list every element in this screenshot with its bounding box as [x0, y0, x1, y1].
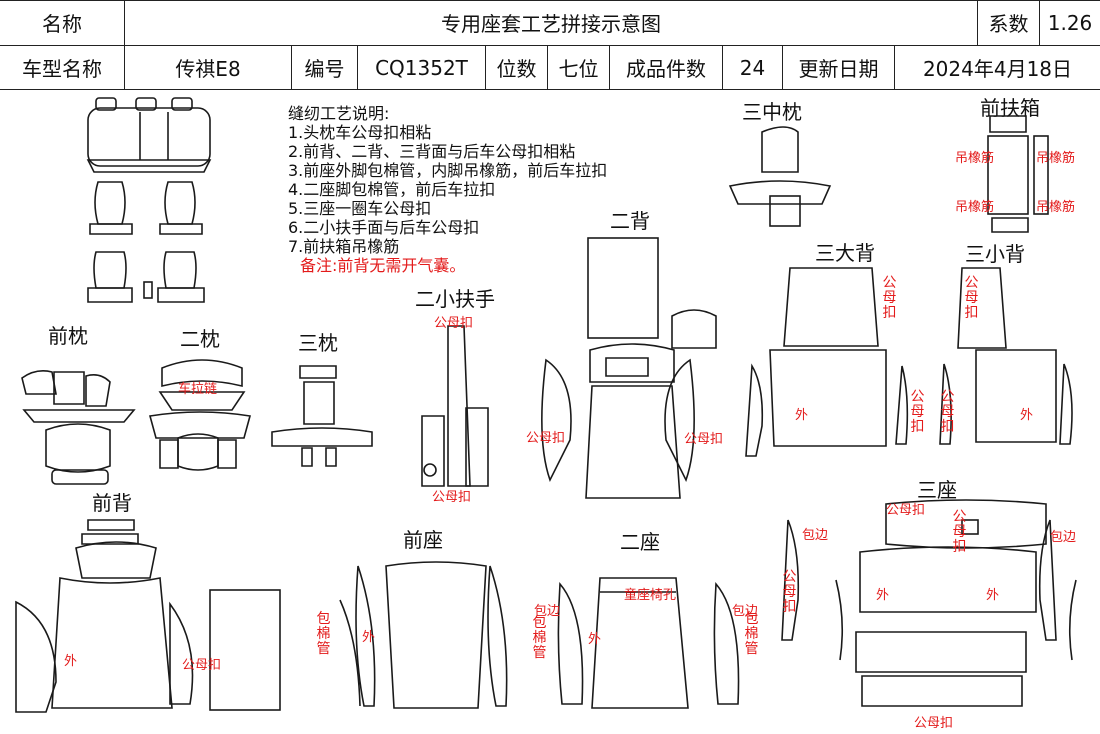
- coef-label: 系数: [978, 0, 1040, 45]
- label-second-back: 二背: [610, 209, 650, 233]
- third-headrest-parts: [271, 365, 373, 467]
- mark-hook-loop: 公母扣: [684, 432, 724, 447]
- notes-line: 7.前扶箱吊橡筋: [288, 237, 400, 256]
- mark-edge-wrap: 包边: [802, 528, 829, 543]
- second-small-armrest-parts: [421, 325, 489, 487]
- mark-edge-wrap: 包边: [732, 604, 759, 619]
- notes-line: 5.三座一圈车公母扣: [288, 199, 432, 218]
- mark-outer: 外: [64, 654, 78, 669]
- coef-value: 1.26: [1047, 10, 1093, 35]
- label-second-seat: 二座: [620, 530, 660, 554]
- divider: [0, 0, 1100, 1]
- pieces-value: 24: [723, 45, 783, 90]
- mark-outer: 外: [876, 588, 890, 603]
- seats-label: 位数: [486, 45, 548, 90]
- front-armbox-parts: [987, 115, 1049, 233]
- mark-piping-vertical: 包棉管: [532, 615, 547, 661]
- mark-elastic: 吊橡筋: [955, 151, 995, 166]
- mark-hook-loop-vertical: 公母扣: [882, 275, 897, 321]
- header-table: 名称 专用座套工艺拼接示意图 系数 1.26 车型名称 传祺E8 编号 CQ13…: [0, 0, 1100, 90]
- label-front-headrest: 前枕: [48, 324, 88, 348]
- mark-elastic: 吊橡筋: [955, 200, 995, 215]
- mark-hook-loop: 公母扣: [914, 716, 954, 731]
- label-third-small-back: 三小背: [965, 242, 1025, 266]
- mark-hook-loop: 公母扣: [434, 316, 474, 331]
- label-second-headrest: 二枕: [180, 327, 220, 351]
- label-front-seat: 前座: [403, 528, 443, 552]
- mark-piping-vertical: 包棉管: [744, 611, 759, 657]
- mark-outer: 外: [795, 408, 809, 423]
- label-third-headrest: 三枕: [298, 331, 338, 355]
- pattern-outlines: [15, 97, 1077, 713]
- mark-hook-loop-vertical: 公母扣: [940, 389, 955, 435]
- second-seat-parts: [557, 577, 740, 709]
- mark-edge-wrap: 包边: [1050, 530, 1077, 545]
- mark-elastic: 吊橡筋: [1036, 200, 1076, 215]
- notes-line: 1.头枕车公母扣相粘: [288, 123, 432, 142]
- mark-piping-vertical: 包棉管: [316, 611, 331, 657]
- code-label: 编号: [292, 45, 358, 90]
- code-value: CQ1352T: [358, 45, 486, 90]
- date-value: 2024年4月18日: [922, 57, 1073, 81]
- mark-elastic: 吊橡筋: [1036, 151, 1076, 166]
- seats-value: 七位: [548, 45, 610, 90]
- notes-line: 6.二小扶手面与后车公母扣: [288, 218, 480, 237]
- second-headrest-parts: [148, 359, 252, 471]
- third-big-back-parts: [745, 267, 909, 457]
- mark-hook-loop-vertical: 公母扣: [964, 275, 979, 321]
- mark-outer: 外: [588, 632, 602, 647]
- mark-hook-loop: 公母扣: [886, 503, 926, 518]
- front-seat-parts: [339, 561, 508, 709]
- label-front-back: 前背: [92, 491, 132, 515]
- sewing-notes: 缝纫工艺说明: 1.头枕车公母扣相粘 2.前背、二背、三背面与后车公母扣相粘 3…: [288, 104, 607, 275]
- mark-outer: 外: [362, 630, 376, 645]
- third-middle-headrest-parts: [728, 126, 832, 227]
- mark-edge-wrap: 包边: [534, 604, 561, 619]
- label-third-big-back: 三大背: [815, 241, 875, 265]
- sheet-title: 专用座套工艺拼接示意图: [125, 0, 978, 45]
- label-second-small-armrest: 二小扶手: [415, 287, 495, 311]
- notes-title: 缝纫工艺说明:: [288, 104, 390, 123]
- mark-hook-loop: 公母扣: [526, 431, 566, 446]
- mark-child-seat: 童座椅孔: [624, 588, 677, 603]
- model-value: 传祺E8: [125, 45, 292, 90]
- notes-remark: 备注:前背无需开气囊。: [300, 256, 466, 275]
- name-label: 名称: [0, 0, 125, 45]
- label-third-seat: 三座: [917, 478, 957, 502]
- mark-hook-loop-vertical: 公母扣: [910, 389, 925, 435]
- front-back-parts: [15, 519, 281, 713]
- mark-outer: 外: [1020, 408, 1034, 423]
- divider: [0, 45, 1100, 46]
- third-small-back-parts: [939, 267, 1073, 445]
- mark-hook-loop: 公母扣: [182, 658, 222, 673]
- notes-line: 3.前座外脚包棉管，内脚吊橡筋，前后车拉扣: [288, 161, 608, 180]
- model-label: 车型名称: [0, 45, 125, 90]
- mark-hook-loop: 公母扣: [432, 490, 472, 505]
- notes-line: 2.前背、二背、三背面与后车公母扣相粘: [288, 142, 576, 161]
- pieces-label: 成品件数: [610, 45, 723, 90]
- third-seat-parts: [781, 499, 1077, 707]
- mark-hook-loop-vertical: 公母扣: [782, 569, 797, 615]
- divider: [0, 89, 1100, 90]
- front-headrest-parts: [21, 370, 136, 485]
- mark-outer: 外: [986, 588, 1000, 603]
- second-back-parts: [541, 237, 717, 499]
- mark-pull-chain: 车拉链: [178, 382, 218, 397]
- label-third-middle-headrest: 三中枕: [742, 100, 802, 124]
- date-label: 更新日期: [783, 45, 895, 90]
- notes-line: 4.二座脚包棉管，前后车拉扣: [288, 180, 496, 199]
- mark-hook-loop-vertical: 公母扣: [952, 509, 967, 555]
- thumbnail-seat-set: [86, 97, 212, 303]
